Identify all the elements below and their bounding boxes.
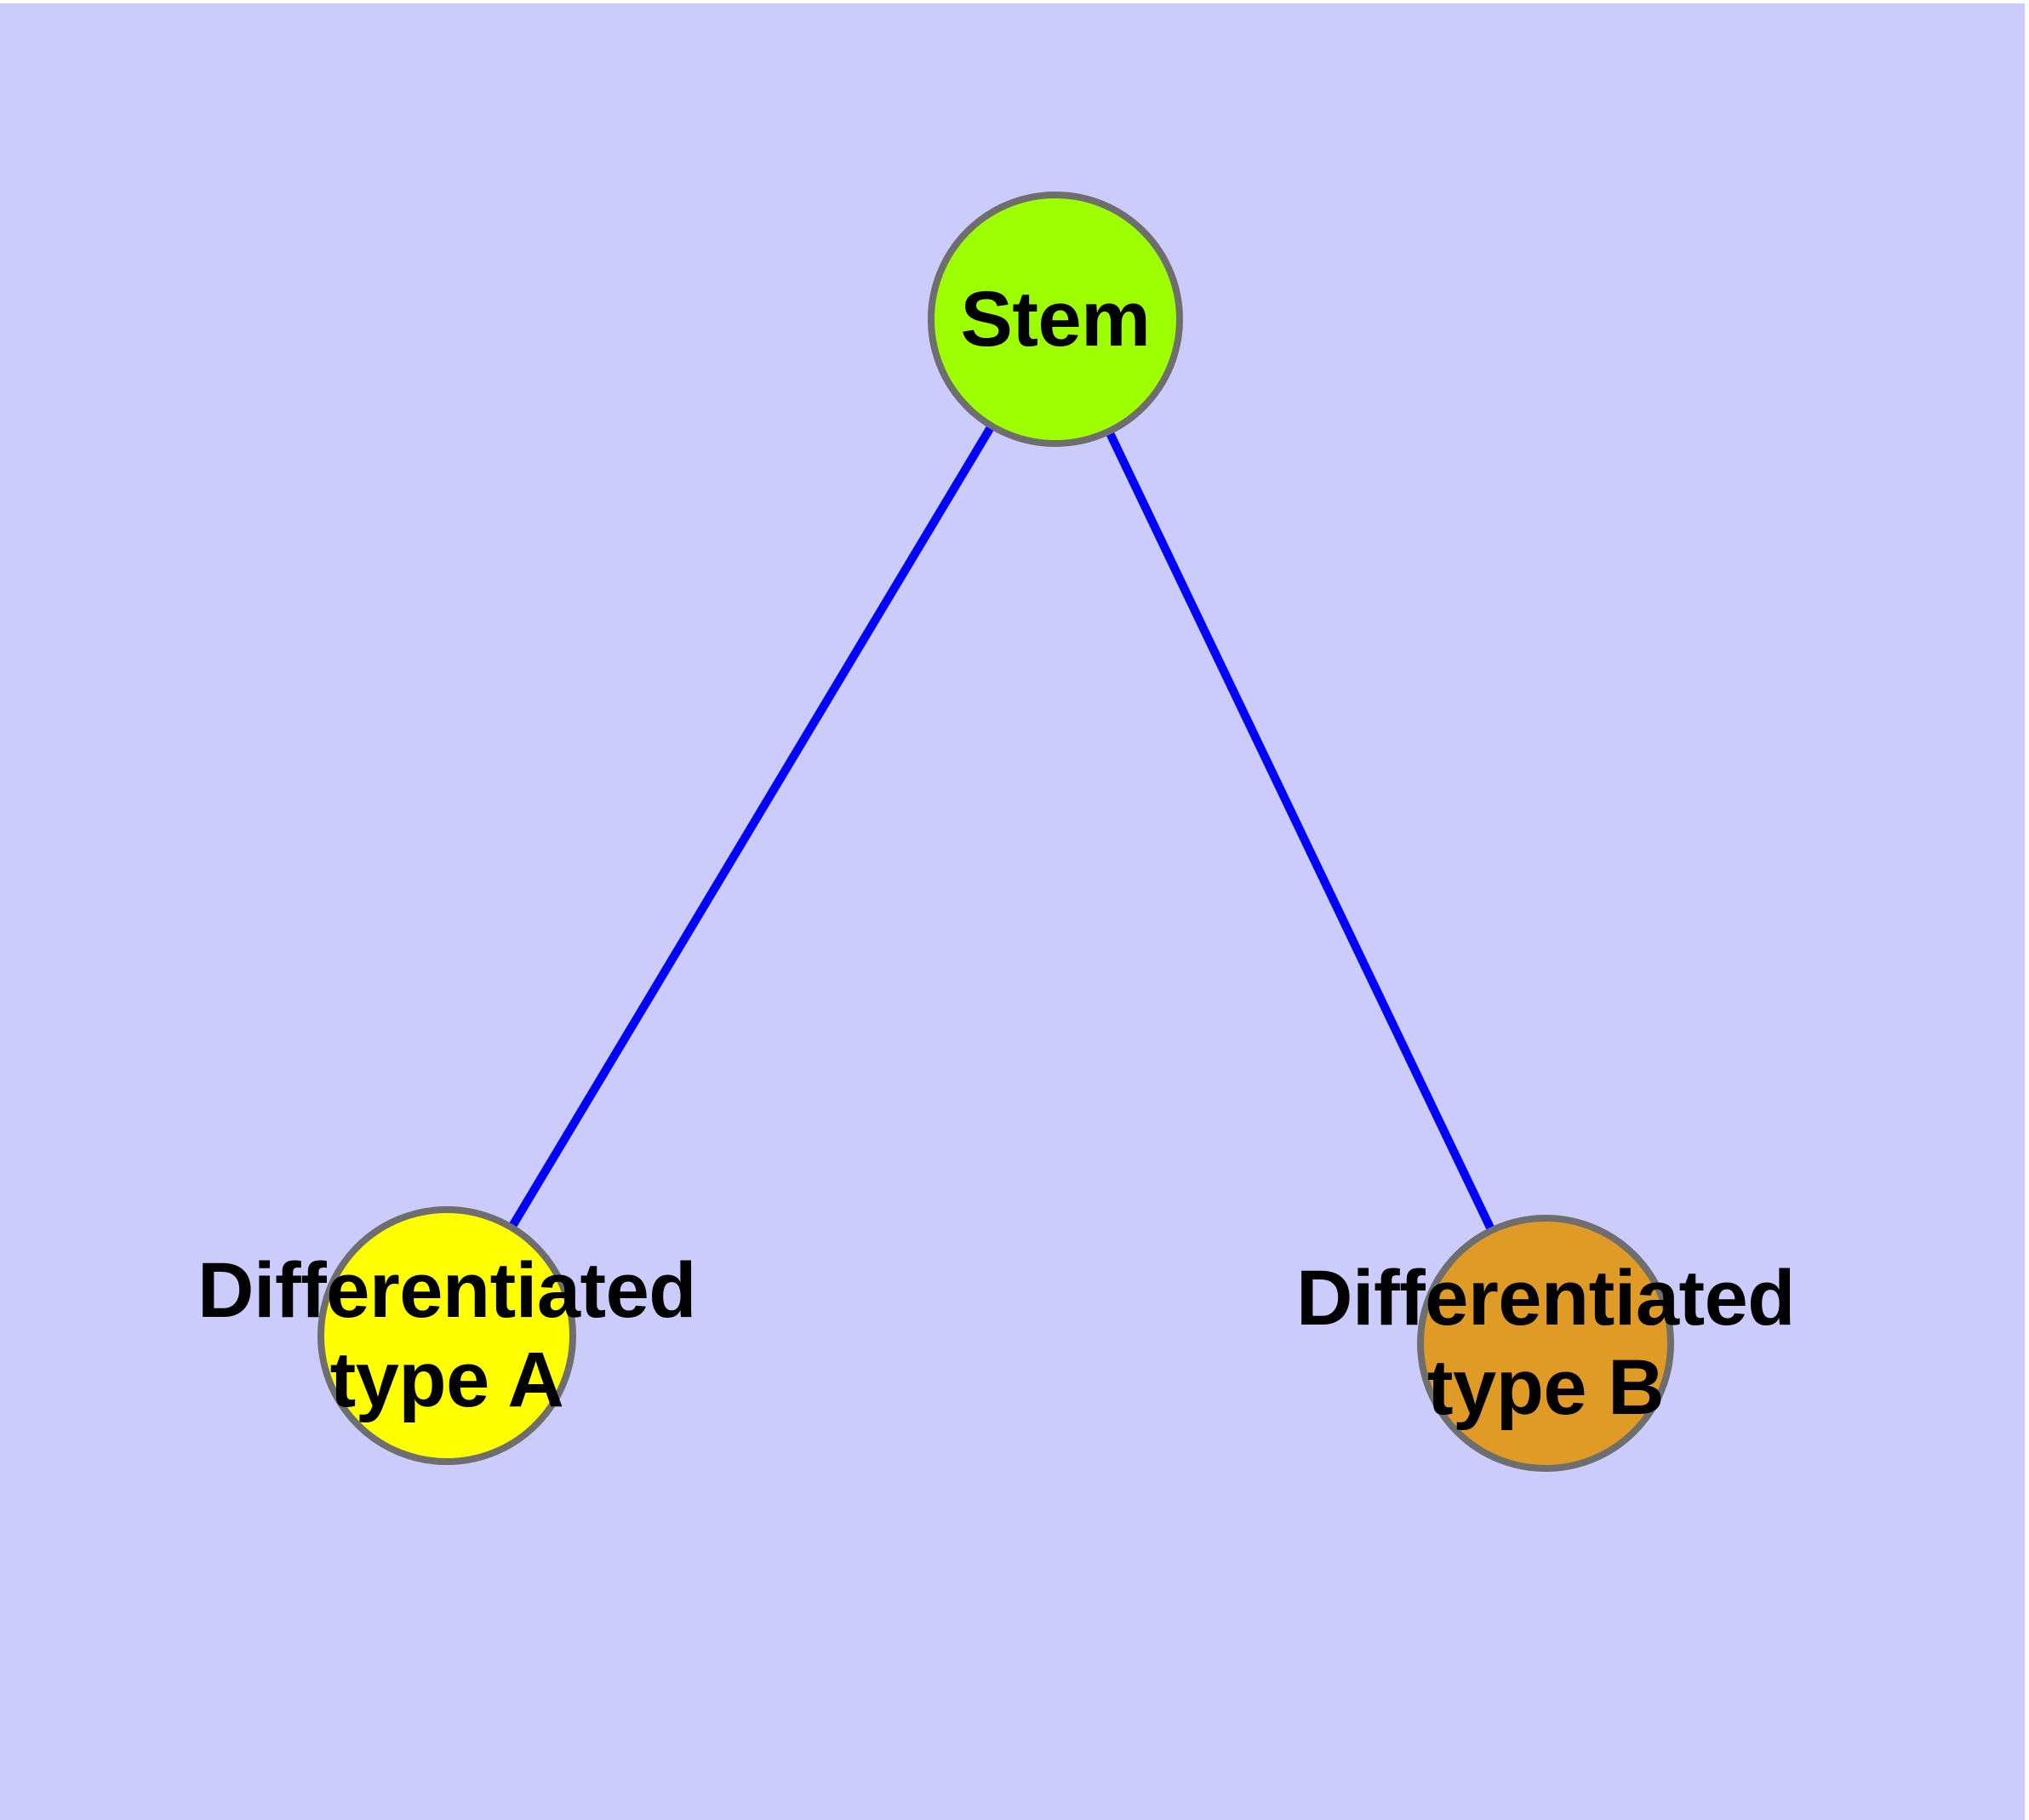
node-circle-diff_a[interactable] (317, 1206, 576, 1465)
graph-node-stem[interactable]: Stem (928, 192, 1183, 447)
node-label-stem: Stem (960, 275, 1151, 363)
graph-edges-layer (443, 317, 1550, 1346)
node-circle-stem[interactable] (928, 192, 1183, 447)
graph-edge (1051, 317, 1550, 1346)
graph-node-diff_b[interactable]: Differentiated type B (1296, 1215, 1795, 1472)
graph-edge (443, 317, 1060, 1338)
graph-node-diff_a[interactable]: Differentiated type A (197, 1206, 696, 1465)
node-label-diff_a: Differentiated type A (197, 1247, 696, 1423)
node-label-diff_b: Differentiated type B (1296, 1255, 1795, 1431)
node-circle-diff_b[interactable] (1417, 1215, 1674, 1472)
